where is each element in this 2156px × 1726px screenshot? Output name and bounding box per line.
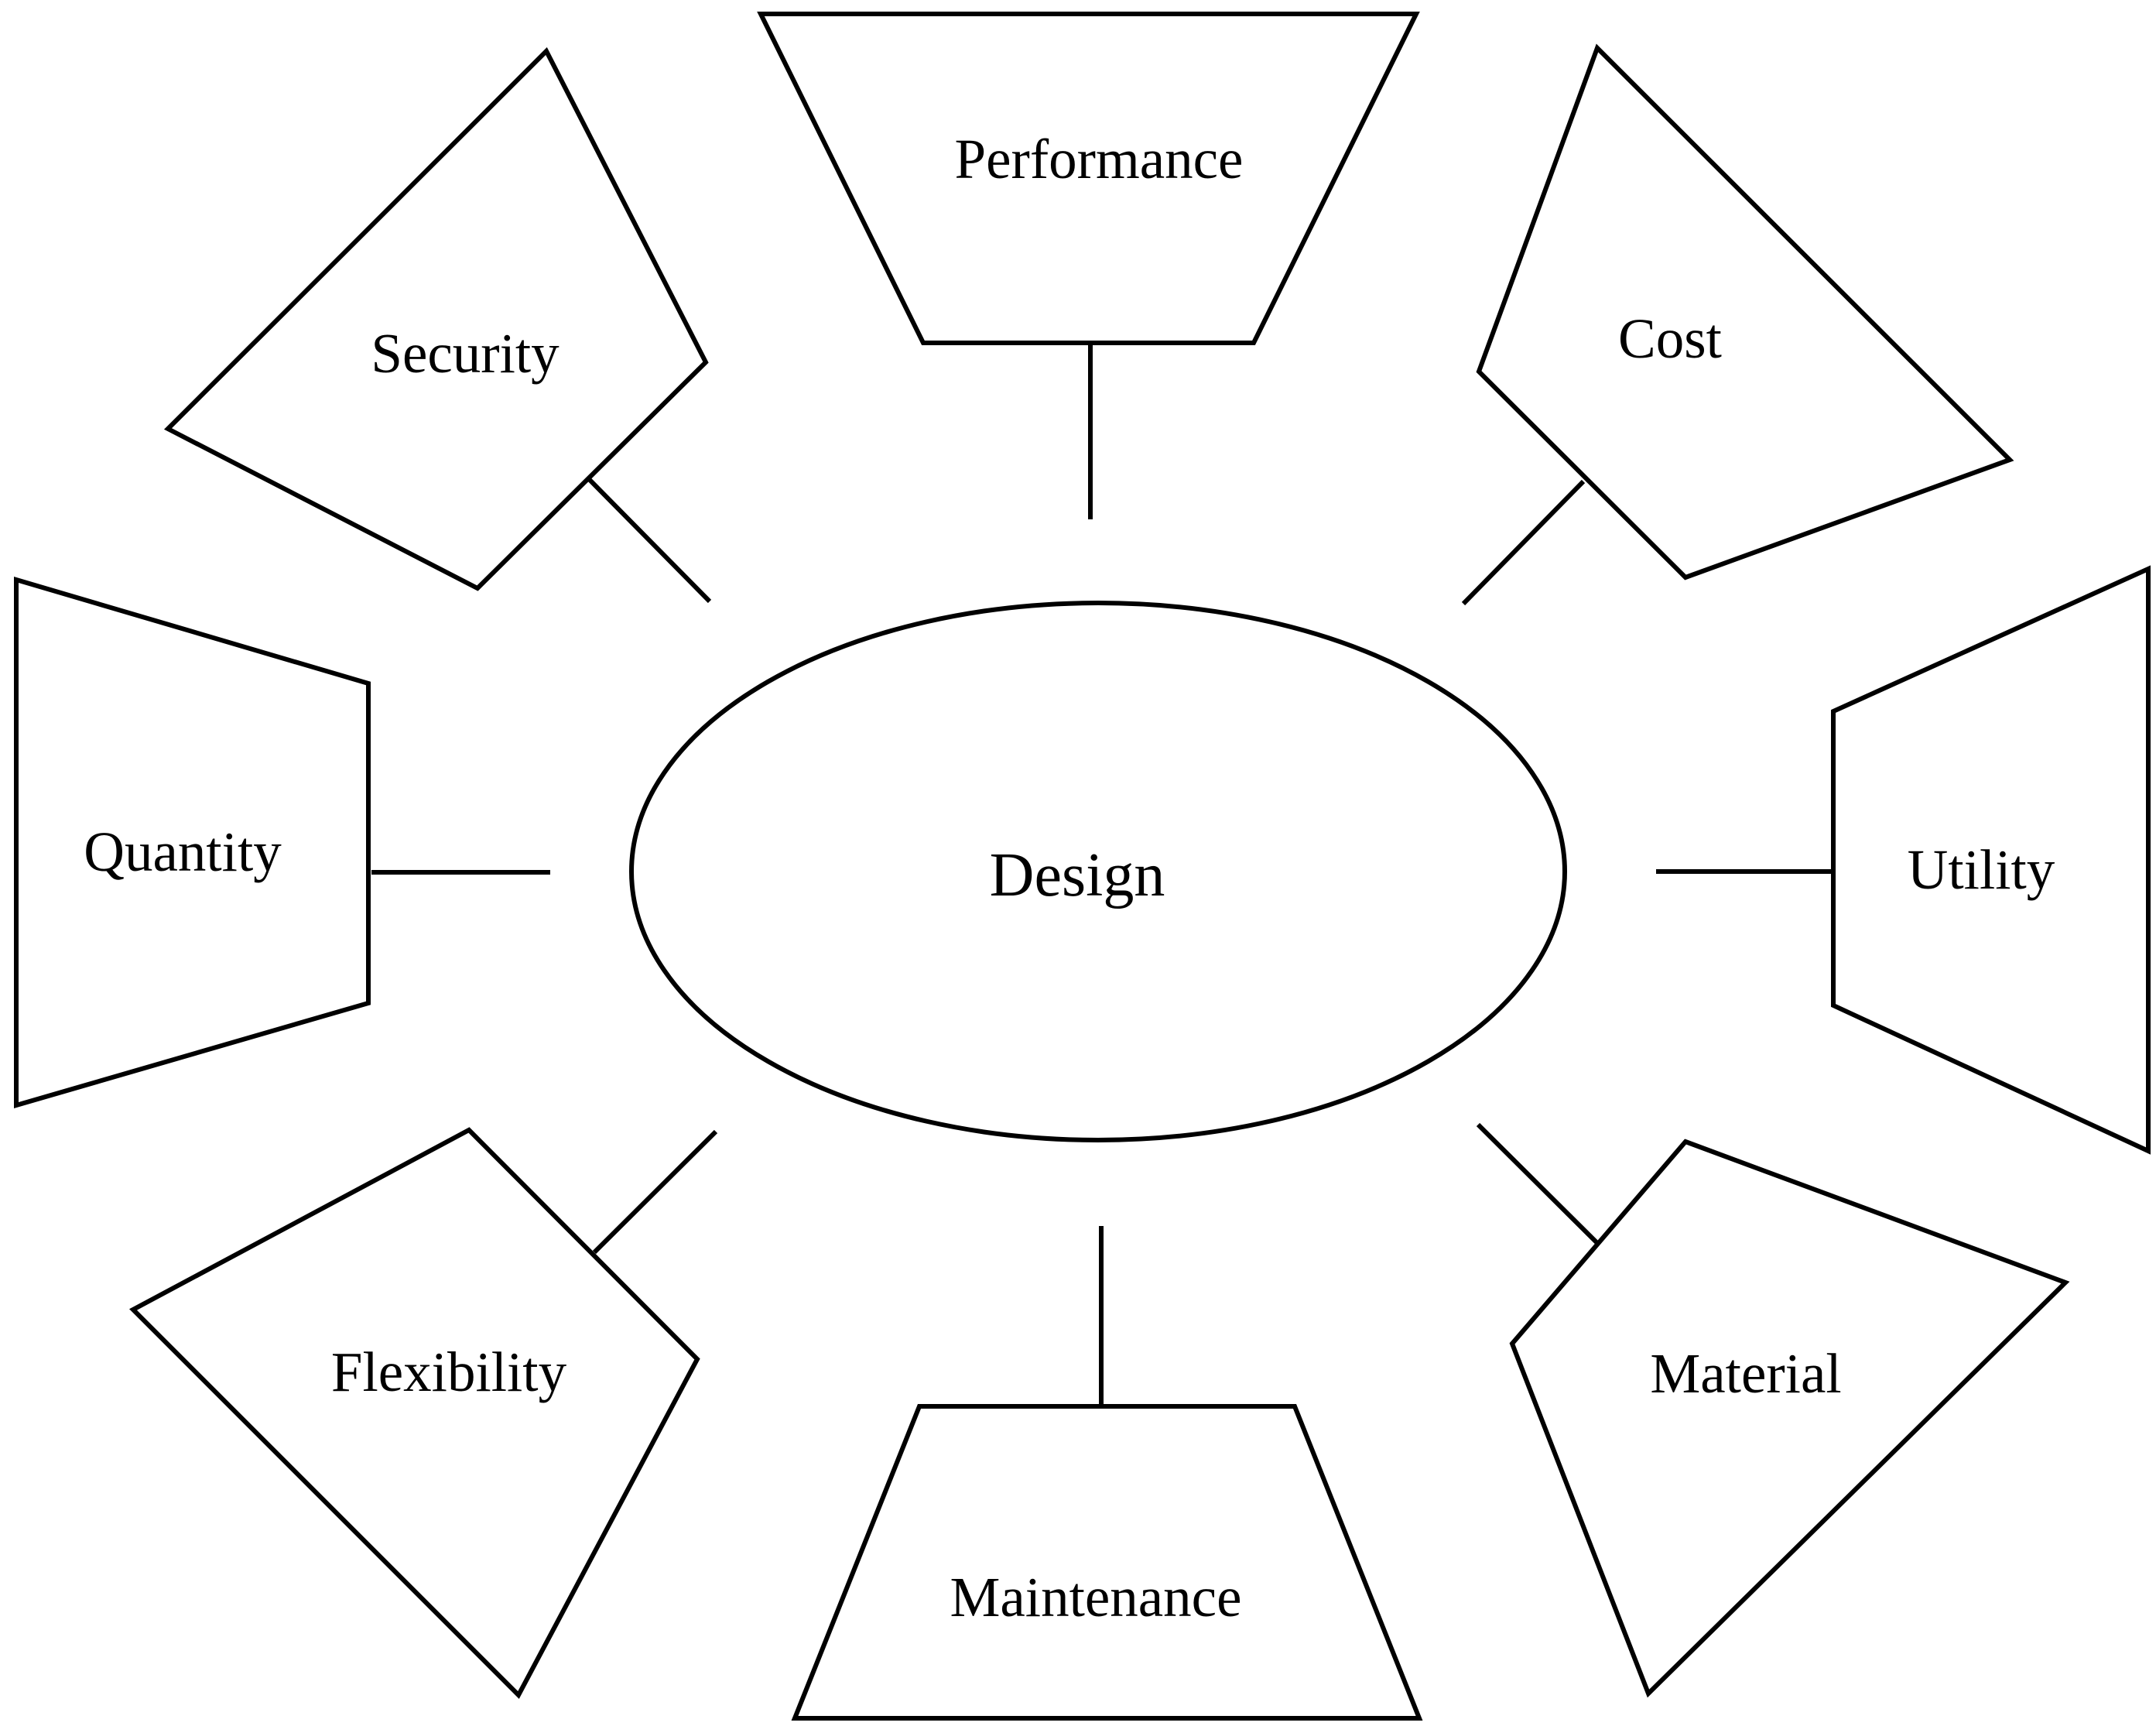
security-label: Security <box>371 322 560 385</box>
design-ellipse <box>629 601 1567 1142</box>
performance-label: Performance <box>955 128 1244 190</box>
connector-material <box>1476 1122 1604 1250</box>
performance-shape <box>757 12 1420 345</box>
security-shape <box>163 46 709 591</box>
connector-security <box>587 477 712 604</box>
material-shape <box>1509 1139 2070 1698</box>
cost-label: Cost <box>1618 307 1722 370</box>
utility-shape <box>1831 565 2151 1155</box>
connector-cost <box>1461 479 1586 606</box>
flexibility-label: Flexibility <box>331 1341 567 1403</box>
cost-shape <box>1476 43 2014 580</box>
flexibility-shape <box>129 1127 700 1699</box>
maintenance-shape <box>791 1404 1423 1721</box>
maintenance-label: Maintenance <box>950 1566 1242 1628</box>
quantity-shape <box>14 576 371 1108</box>
design-label: Design <box>990 841 1165 909</box>
quantity-label: Quantity <box>84 820 282 883</box>
connector-flexibility <box>592 1129 718 1255</box>
material-label: Material <box>1650 1342 1841 1405</box>
utility-label: Utility <box>1908 838 2055 901</box>
